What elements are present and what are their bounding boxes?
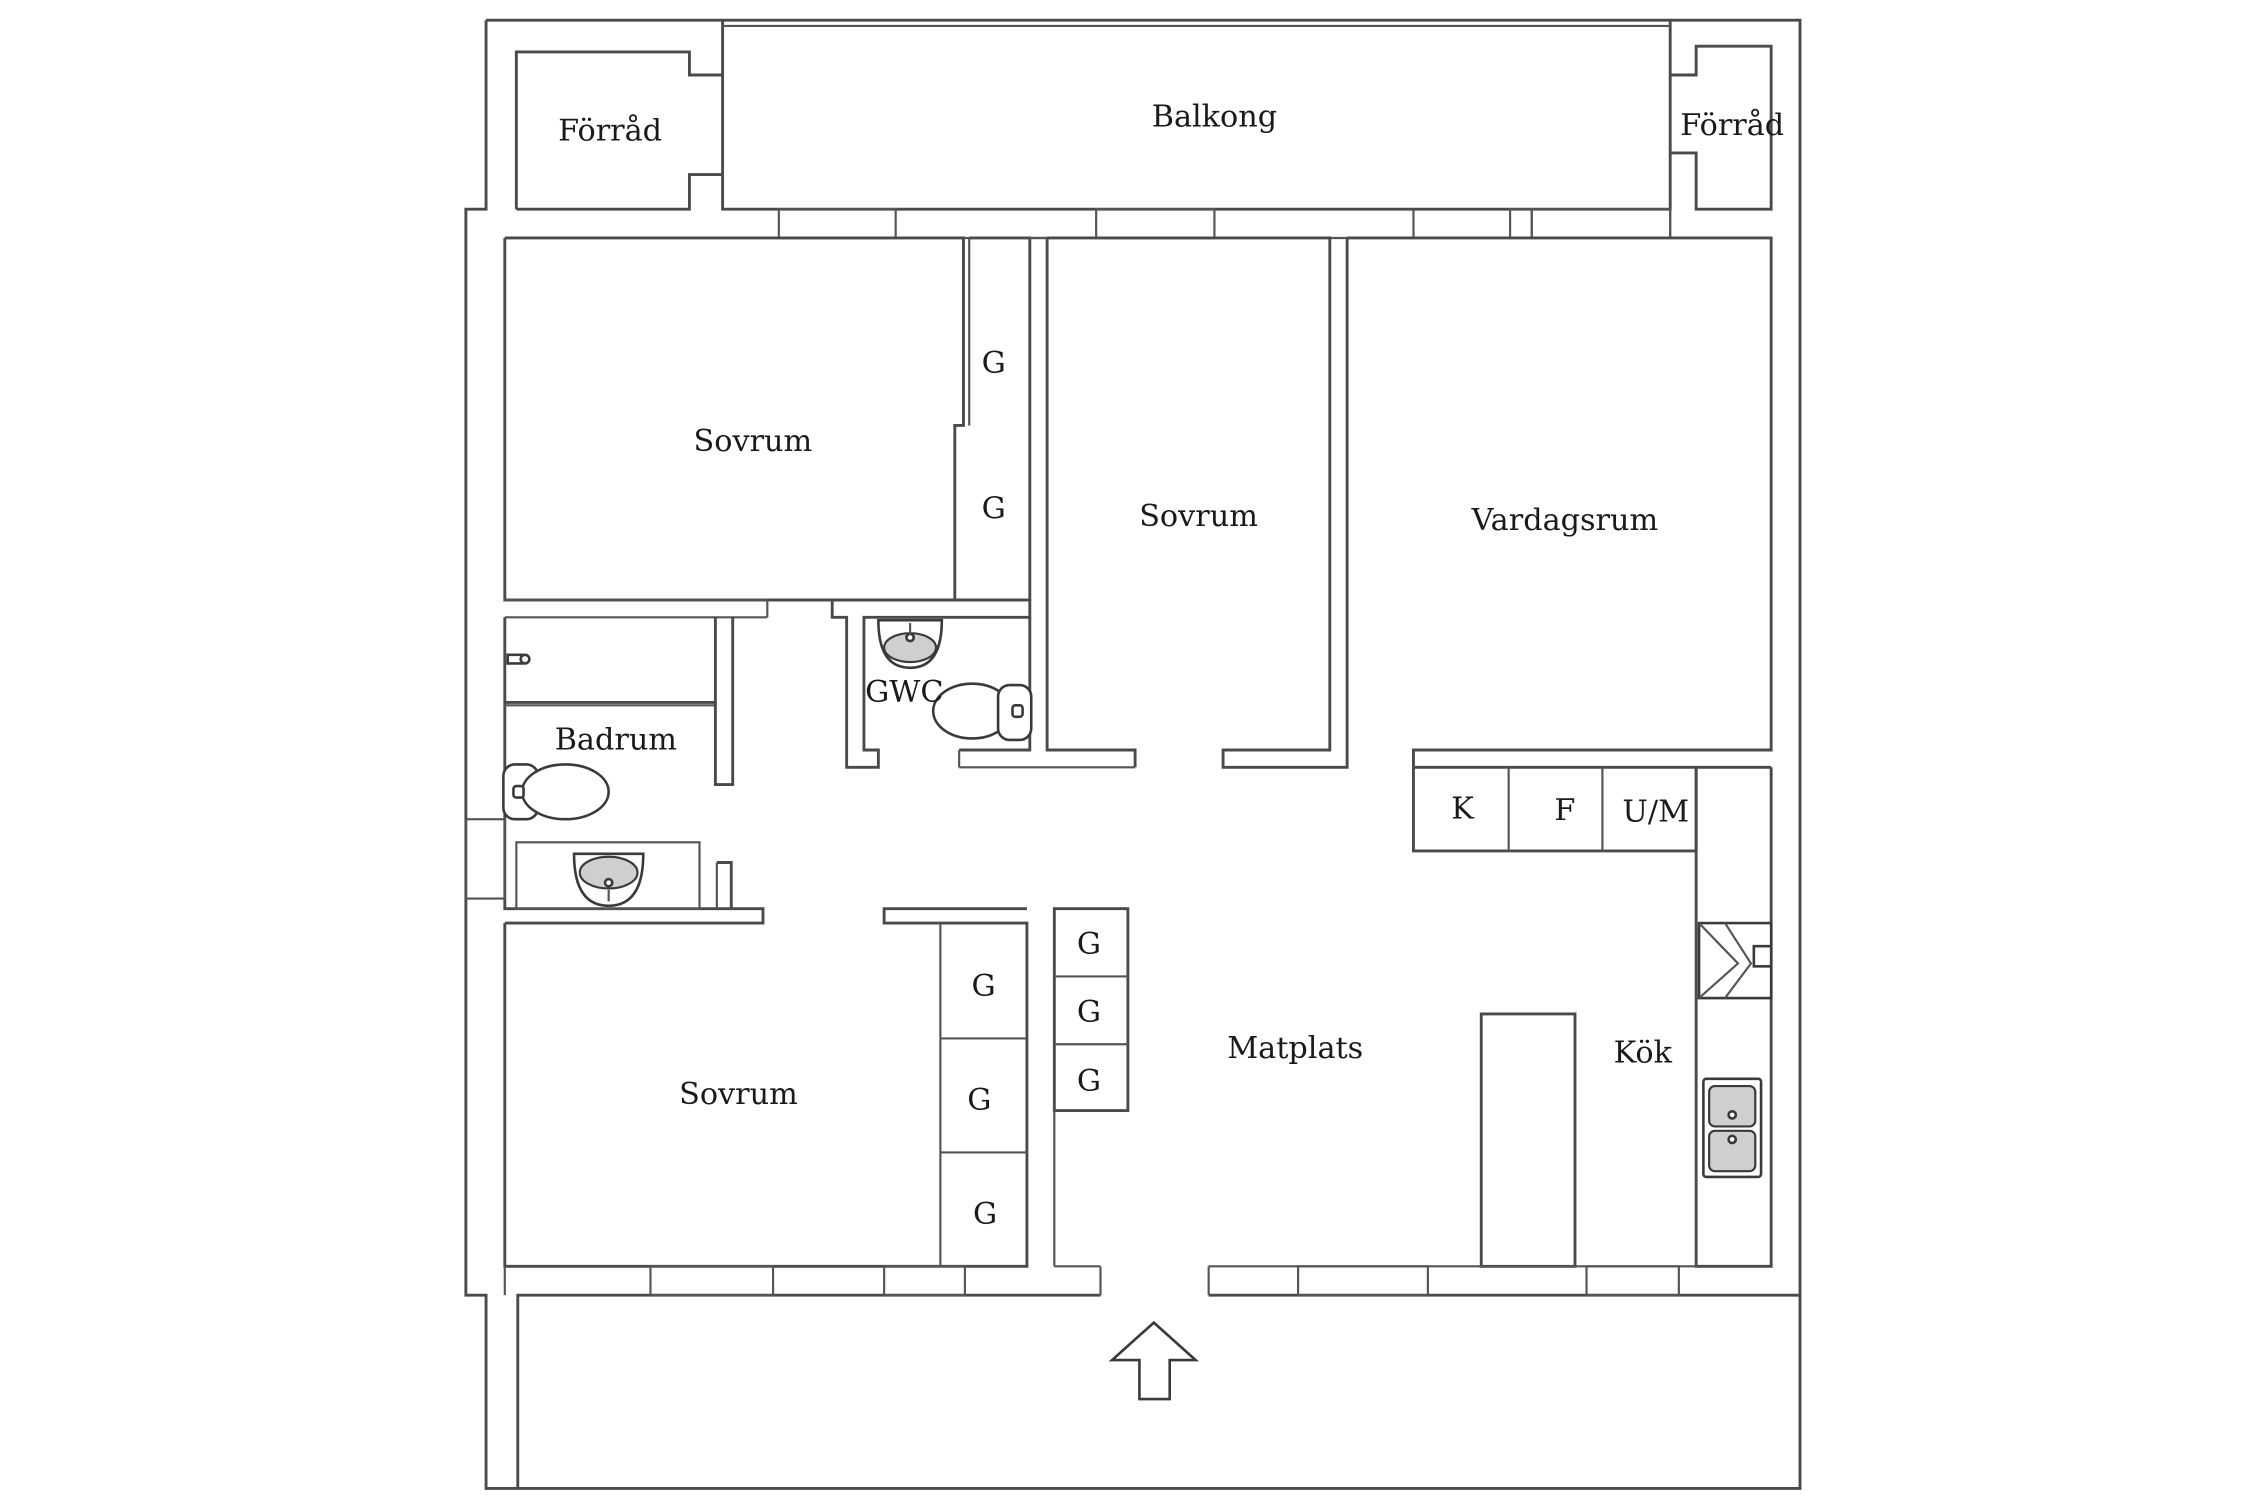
closet-label: G <box>1077 927 1101 962</box>
bedroom-bottom-closets <box>939 923 1027 1267</box>
closet-label: G <box>967 1083 991 1118</box>
closet-label: G <box>1077 995 1101 1030</box>
bedroom-bottom-left-walls <box>503 907 1029 1297</box>
freezer-label: F <box>1554 793 1575 828</box>
label-storage-right: Förråd <box>1680 108 1784 143</box>
closet-label: G <box>1077 1064 1101 1099</box>
living-room-walls <box>1347 236 1773 769</box>
hall-closets-top <box>963 236 1032 602</box>
gwc-washbasin-icon <box>877 618 944 670</box>
label-living-room: Vardagsrum <box>1471 503 1659 538</box>
label-guest-wc: GWC <box>865 675 943 710</box>
gwc-toilet-icon <box>931 682 1033 742</box>
label-balcony: Balkong <box>1152 99 1277 134</box>
closet-label: G <box>982 492 1006 527</box>
label-bedroom-center: Sovrum <box>1139 499 1258 534</box>
bedroom-center-walls <box>1029 236 1349 769</box>
balcony-area <box>504 20 1773 240</box>
label-storage-left: Förråd <box>558 114 662 149</box>
label-bedroom-bottom-left: Sovrum <box>679 1077 798 1112</box>
label-bedroom-top-left: Sovrum <box>694 424 813 459</box>
washbasin-icon <box>572 852 645 908</box>
closet-label: G <box>973 1197 997 1232</box>
stove-icon <box>1697 921 1773 1000</box>
shower-icon <box>506 653 531 665</box>
closet-label: G <box>982 346 1006 381</box>
arrow-up-icon <box>1108 1320 1200 1401</box>
toilet-icon <box>502 763 610 821</box>
label-dining: Matplats <box>1227 1031 1363 1066</box>
washer-dryer-label: U/M <box>1622 794 1689 829</box>
closet-label: G <box>972 969 996 1004</box>
fridge-label: K <box>1451 792 1475 827</box>
dining-closets <box>1052 907 1130 1296</box>
double-sink-icon <box>1702 1077 1763 1179</box>
gwc-walls <box>830 598 1136 769</box>
label-bathroom: Badrum <box>555 722 677 757</box>
label-kitchen: Kök <box>1614 1035 1673 1070</box>
bedroom-top-left-walls <box>503 236 965 619</box>
